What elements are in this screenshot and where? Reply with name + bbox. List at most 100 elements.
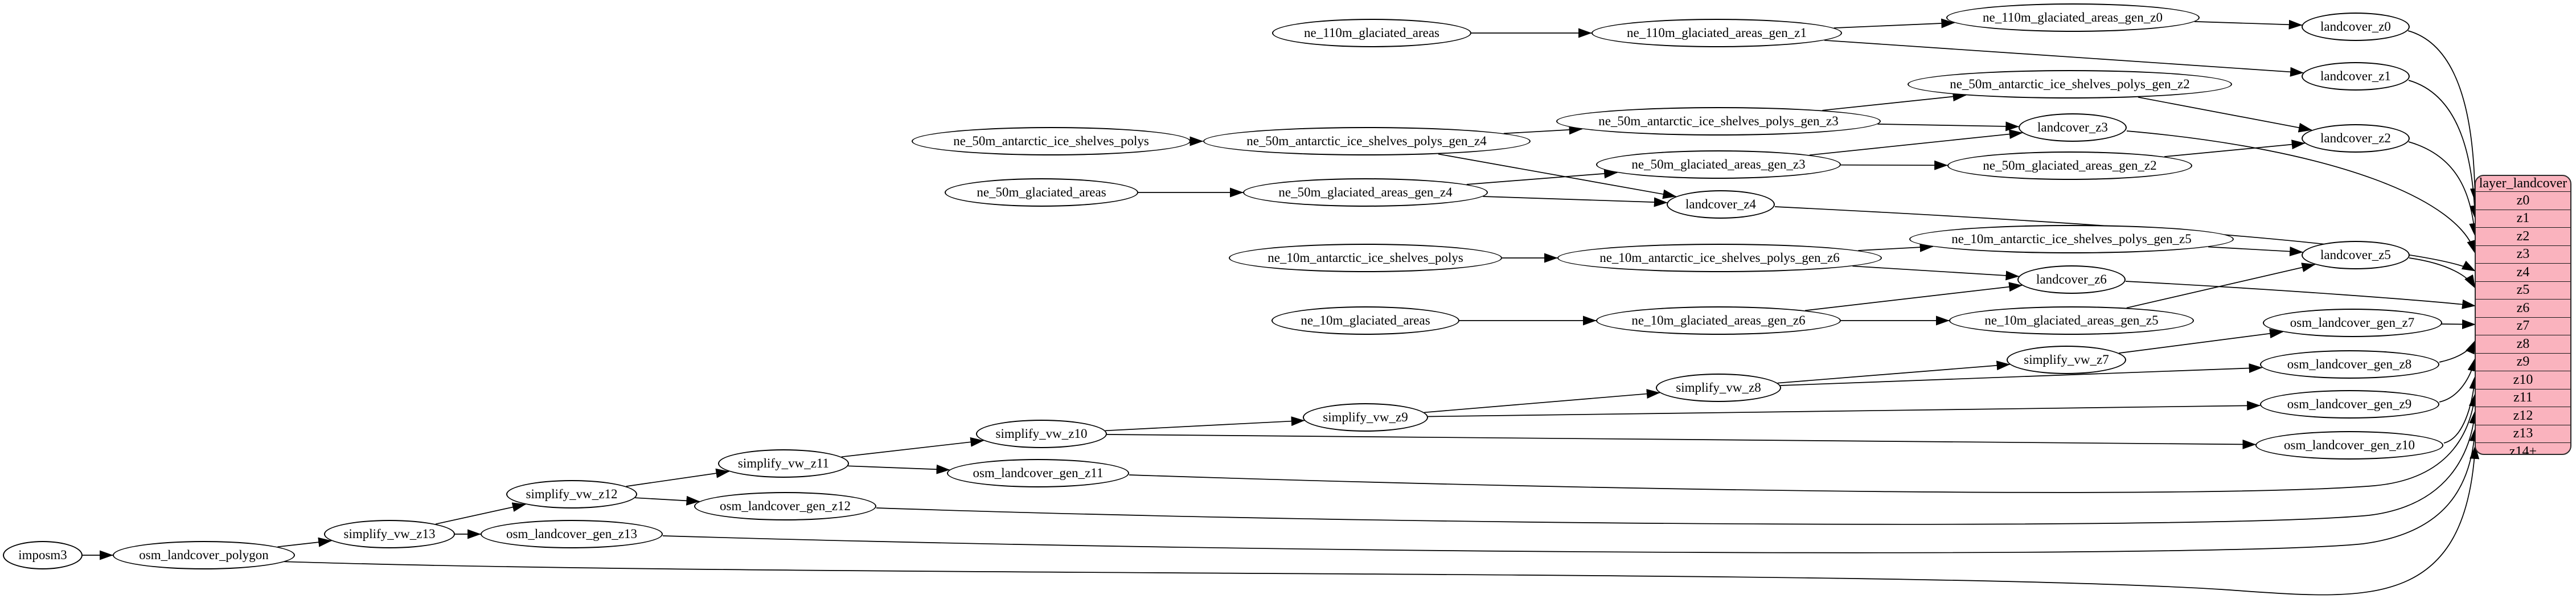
node-osm_landcover_polygon: osm_landcover_polygon — [113, 541, 295, 569]
layer-row-z2: z2 — [2476, 227, 2570, 245]
edge-simplify_vw_z9-to-simplify_vw_z8 — [1424, 389, 1660, 413]
node-simplify_vw_z13: simplify_vw_z13 — [324, 520, 455, 548]
edge-landcover_z6-to-layer-z6 — [2125, 281, 2476, 309]
edge-ne_110m_glaciated_areas_gen_z1-to-ne_110m_glaciated_areas_gen_z0 — [1833, 18, 1955, 28]
edge-simplify_vw_z7-to-osm_landcover_gen_z7 — [2119, 329, 2283, 354]
layer-row-z13: z13 — [2476, 424, 2570, 443]
node-ne_10m_antarctic_ice_shelves_polys_gen_z5: ne_10m_antarctic_ice_shelves_polys_gen_z… — [1909, 225, 2234, 253]
edge-ne_50m_glaciated_areas_gen_z4-to-landcover_z4 — [1483, 196, 1668, 207]
layer-row-z5: z5 — [2476, 281, 2570, 300]
node-ne_110m_glaciated_areas_gen_z1: ne_110m_glaciated_areas_gen_z1 — [1591, 19, 1842, 47]
node-ne_10m_glaciated_areas_gen_z5: ne_10m_glaciated_areas_gen_z5 — [1949, 306, 2194, 335]
node-ne_10m_glaciated_areas: ne_10m_glaciated_areas — [1271, 306, 1459, 335]
edge-landcover_z0-to-layer-z0 — [2407, 30, 2480, 202]
node-osm_landcover_gen_z10: osm_landcover_gen_z10 — [2255, 431, 2443, 460]
layer-row-z14+: z14+ — [2476, 442, 2570, 454]
layer-table-title: layer_landcover — [2479, 176, 2567, 191]
layer-row-z6: z6 — [2476, 299, 2570, 317]
node-ne_50m_glaciated_areas_gen_z2: ne_50m_glaciated_areas_gen_z2 — [1947, 151, 2192, 180]
edge-simplify_vw_z8-to-simplify_vw_z7 — [1777, 360, 2011, 384]
layer-row-z1: z1 — [2476, 209, 2570, 228]
layer-row-z7: z7 — [2476, 317, 2570, 335]
edge-ne_110m_glaciated_areas_gen_z0-to-landcover_z0 — [2194, 19, 2303, 30]
node-ne_50m_glaciated_areas: ne_50m_glaciated_areas — [945, 178, 1138, 207]
edge-landcover_z2-to-layer-z2 — [2408, 141, 2479, 237]
node-landcover_z3: landcover_z3 — [2019, 113, 2127, 142]
edge-ne_10m_antarctic_ice_shelves_polys_gen_z5-to-landcover_z5 — [2208, 246, 2303, 257]
edge-osm_landcover_gen_z10-to-layer-z10 — [2443, 375, 2479, 444]
edge-simplify_vw_z10-to-osm_landcover_gen_z10 — [1106, 434, 2257, 449]
edge-ne_50m_antarctic_ice_shelves_polys_gen_z3-to-ne_50m_antarctic_ice_shelves_polys_gen_z2 — [1822, 92, 1967, 111]
edge-simplify_vw_z8-to-osm_landcover_gen_z8 — [1780, 363, 2263, 386]
edge-ne_50m_glaciated_areas_gen_z2-to-landcover_z2 — [2164, 140, 2306, 157]
edge-simplify_vw_z9-to-osm_landcover_gen_z9 — [1428, 400, 2261, 417]
edge-ne_50m_glaciated_areas_gen_z3-to-landcover_z3 — [1809, 129, 2023, 156]
node-landcover_z5: landcover_z5 — [2302, 241, 2410, 269]
edge-landcover_z4-to-layer-z4 — [1774, 206, 2476, 272]
node-ne_50m_glaciated_areas_gen_z4: ne_50m_glaciated_areas_gen_z4 — [1243, 178, 1488, 207]
edge-simplify_vw_z13-to-simplify_vw_z12 — [435, 502, 526, 525]
layer-row-z0: z0 — [2476, 191, 2570, 210]
layer-row-z8: z8 — [2476, 335, 2570, 353]
node-landcover_z4: landcover_z4 — [1667, 190, 1775, 219]
node-simplify_vw_z9: simplify_vw_z9 — [1303, 403, 1428, 432]
edge-simplify_vw_z10-to-simplify_vw_z9 — [1105, 416, 1305, 432]
edge-osm_landcover_gen_z12-to-layer-z12 — [876, 410, 2479, 525]
layer-row-z3: z3 — [2476, 245, 2570, 264]
edge-osm_landcover_gen_z7-to-layer-z7 — [2441, 319, 2476, 329]
node-landcover_z0: landcover_z0 — [2302, 13, 2410, 41]
edge-ne_50m_antarctic_ice_shelves_polys_gen_z4-to-landcover_z4 — [1438, 153, 1677, 199]
node-imposm3: imposm3 — [3, 541, 83, 569]
node-osm_landcover_gen_z11: osm_landcover_gen_z11 — [947, 459, 1129, 487]
layer-row-z4: z4 — [2476, 263, 2570, 281]
edge-landcover_z1-to-layer-z1 — [2408, 80, 2480, 219]
node-simplify_vw_z12: simplify_vw_z12 — [506, 480, 637, 509]
node-ne_50m_antarctic_ice_shelves_polys_gen_z3: ne_50m_antarctic_ice_shelves_polys_gen_z… — [1556, 107, 1881, 136]
node-landcover_z6: landcover_z6 — [2017, 265, 2126, 294]
node-osm_landcover_gen_z9: osm_landcover_gen_z9 — [2259, 390, 2439, 419]
layer-row-z10: z10 — [2476, 371, 2570, 389]
layer-row-z12: z12 — [2476, 407, 2570, 425]
edge-osm_landcover_gen_z13-to-layer-z13 — [662, 428, 2479, 553]
edge-landcover_z3-to-layer-z3 — [2126, 130, 2476, 254]
node-landcover_z1: landcover_z1 — [2302, 62, 2410, 91]
edge-osm_landcover_gen_z8-to-layer-z8 — [2439, 340, 2476, 363]
node-simplify_vw_z7: simplify_vw_z7 — [2007, 346, 2126, 374]
edge-ne_50m_antarctic_ice_shelves_polys_gen_z3-to-landcover_z3 — [1877, 121, 2020, 132]
edge-ne_10m_glaciated_areas_gen_z5-to-landcover_z5 — [2126, 263, 2316, 309]
node-ne_10m_glaciated_areas_gen_z6: ne_10m_glaciated_areas_gen_z6 — [1596, 306, 1841, 335]
edge-ne_50m_antarctic_ice_shelves_polys_gen_z4-to-ne_50m_antarctic_ice_shelves_polys_gen_z3 — [1503, 125, 1583, 135]
edge-simplify_vw_z12-to-osm_landcover_gen_z12 — [635, 495, 700, 506]
node-ne_110m_glaciated_areas_gen_z0: ne_110m_glaciated_areas_gen_z0 — [1946, 3, 2200, 32]
edge-osm_landcover_polygon-to-simplify_vw_z13 — [277, 537, 332, 548]
node-ne_10m_antarctic_ice_shelves_polys: ne_10m_antarctic_ice_shelves_polys — [1229, 244, 1502, 272]
edge-landcover_z5-to-layer-z5 — [2409, 257, 2476, 289]
node-ne_10m_antarctic_ice_shelves_polys_gen_z6: ne_10m_antarctic_ice_shelves_polys_gen_z… — [1557, 244, 1882, 272]
node-landcover_z2: landcover_z2 — [2302, 124, 2410, 153]
edge-ne_50m_glaciated_areas_gen_z4-to-ne_50m_glaciated_areas_gen_z3 — [1466, 169, 1618, 185]
node-ne_110m_glaciated_areas: ne_110m_glaciated_areas — [1272, 19, 1471, 47]
node-osm_landcover_gen_z13: osm_landcover_gen_z13 — [481, 520, 663, 548]
edge-ne_10m_antarctic_ice_shelves_polys_gen_z6-to-ne_10m_antarctic_ice_shelves_polys_gen_z5 — [1858, 242, 1934, 252]
node-osm_landcover_gen_z7: osm_landcover_gen_z7 — [2262, 309, 2442, 337]
edge-ne_50m_antarctic_ice_shelves_polys_gen_z2-to-landcover_z2 — [2138, 96, 2312, 133]
edge-osm_landcover_gen_z11-to-layer-z11 — [1129, 393, 2479, 493]
edge-ne_10m_antarctic_ice_shelves_polys_gen_z6-to-landcover_z6 — [1852, 265, 2020, 281]
node-simplify_vw_z8: simplify_vw_z8 — [1656, 374, 1781, 402]
node-osm_landcover_gen_z8: osm_landcover_gen_z8 — [2259, 350, 2439, 379]
node-ne_50m_antarctic_ice_shelves_polys_gen_z4: ne_50m_antarctic_ice_shelves_polys_gen_z… — [1203, 127, 1531, 155]
edge-osm_landcover_gen_z9-to-layer-z9 — [2439, 358, 2477, 403]
edge-osm_landcover_polygon-to-layer-z14+ — [278, 445, 2480, 596]
node-simplify_vw_z10: simplify_vw_z10 — [976, 420, 1107, 448]
edge-simplify_vw_z11-to-simplify_vw_z10 — [841, 437, 985, 458]
edge-ne_10m_glaciated_areas_gen_z6-to-landcover_z6 — [1805, 282, 2023, 311]
node-osm_landcover_gen_z12: osm_landcover_gen_z12 — [694, 492, 876, 520]
node-ne_50m_antarctic_ice_shelves_polys: ne_50m_antarctic_ice_shelves_polys — [912, 127, 1191, 155]
edge-ne_50m_glaciated_areas_gen_z3-to-ne_50m_glaciated_areas_gen_z2 — [1840, 160, 1948, 170]
edge-ne_110m_glaciated_areas_gen_z1-to-landcover_z1 — [1824, 39, 2304, 77]
node-ne_50m_glaciated_areas_gen_z3: ne_50m_glaciated_areas_gen_z3 — [1596, 150, 1841, 179]
edge-simplify_vw_z12-to-simplify_vw_z11 — [626, 468, 730, 487]
